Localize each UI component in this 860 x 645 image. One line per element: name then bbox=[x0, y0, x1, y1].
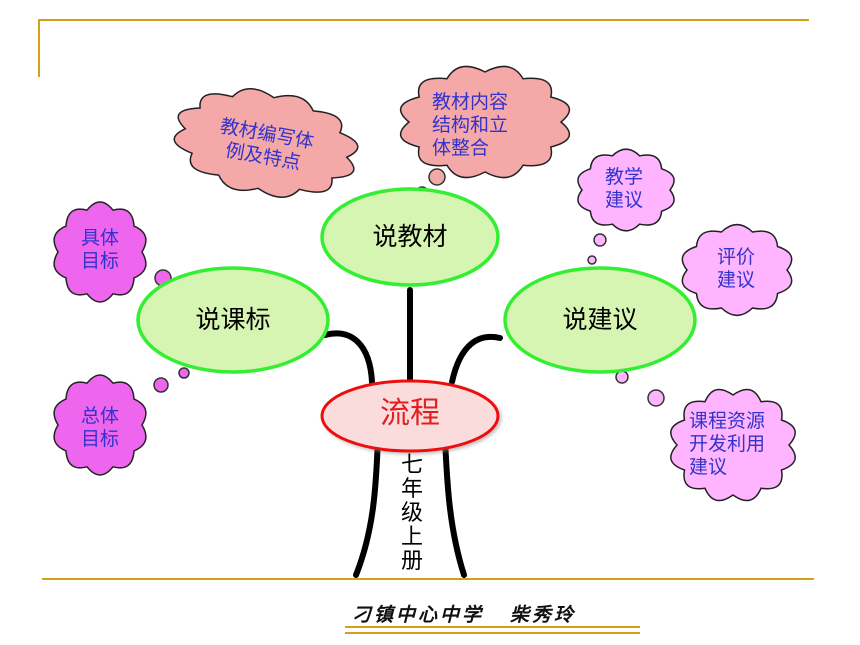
cloud-right-3-shape bbox=[670, 388, 796, 502]
cloud-top-right-label: 教材内容 结构和立 体整合 bbox=[432, 91, 509, 159]
cloud-left-top-label: 具体 目标 bbox=[80, 227, 119, 272]
branch-left bbox=[322, 330, 375, 385]
center-node-shape bbox=[320, 379, 500, 453]
node-top-shape bbox=[320, 187, 500, 287]
cloud-top-right-shape bbox=[399, 65, 571, 179]
cloud-right-2-shape bbox=[681, 223, 793, 317]
node-left-shape bbox=[136, 266, 330, 374]
cloud-top-left-shape bbox=[173, 88, 359, 198]
cloud-right-3-label: 课程资源 开发利用 建议 bbox=[689, 410, 766, 478]
branch-right bbox=[449, 334, 503, 385]
node-top-label: 说教材 bbox=[372, 222, 448, 251]
bottom-rule bbox=[42, 578, 814, 580]
footer-author: 柴秀玲 bbox=[510, 604, 577, 626]
cloud-right-1-label: 教学 建议 bbox=[604, 166, 643, 211]
trunk-char: 册 bbox=[400, 549, 423, 574]
cloud-left-bottom-label: 总体 目标 bbox=[80, 405, 119, 450]
node-right-shape bbox=[503, 266, 697, 374]
footer-underline-2 bbox=[345, 632, 640, 634]
trunk-left bbox=[353, 437, 381, 578]
center-label: 流程 bbox=[380, 396, 440, 431]
footer-underline-1 bbox=[345, 626, 640, 628]
trunk-char: 级 bbox=[400, 501, 423, 526]
cloud-left-top-shape bbox=[53, 201, 147, 303]
left-rule bbox=[38, 19, 40, 77]
footer-signature: 刁镇中心中学 柴秀玲 bbox=[352, 600, 576, 627]
tree-branches bbox=[322, 287, 503, 578]
node-right-label: 说建议 bbox=[562, 305, 638, 334]
trunk-char: 年 bbox=[400, 477, 423, 502]
top-rule bbox=[38, 19, 809, 21]
cloud-right-1-shape bbox=[577, 148, 675, 232]
cloud-left-bottom-shape bbox=[53, 374, 147, 476]
node-left-label: 说课标 bbox=[195, 305, 271, 334]
cloud-right-2-label: 评价 建议 bbox=[716, 246, 755, 291]
trunk-right bbox=[442, 437, 467, 578]
footer-school: 刁镇中心中学 bbox=[352, 604, 485, 626]
trunk-char: 上 bbox=[400, 525, 423, 550]
clouds bbox=[53, 65, 796, 502]
trunk-vertical-label: 七年级上册 bbox=[399, 454, 425, 574]
trunk-char: 七 bbox=[400, 453, 423, 478]
